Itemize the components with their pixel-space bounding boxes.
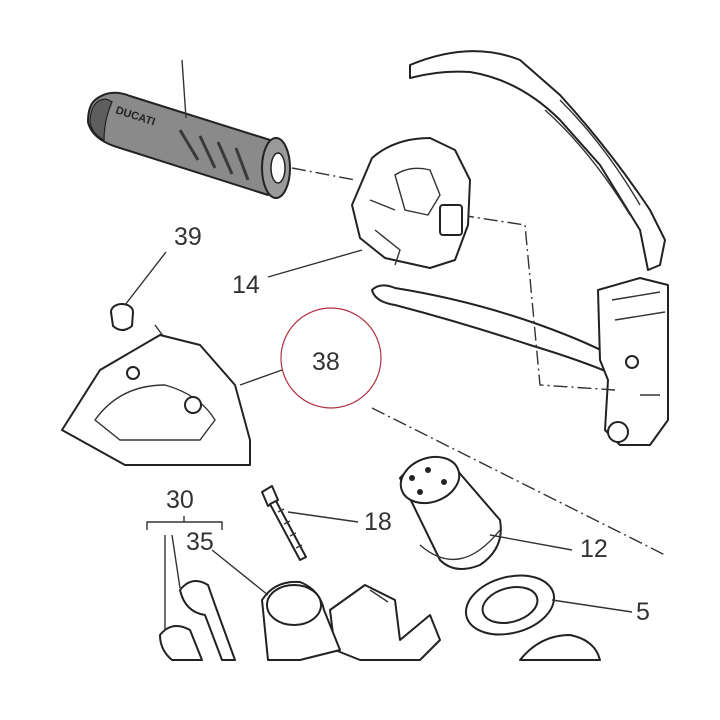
grommet-cap[interactable]	[110, 303, 134, 331]
switch-housing[interactable]	[351, 137, 471, 269]
master-cylinder[interactable]	[597, 277, 669, 446]
callout-12: 12	[580, 535, 608, 563]
callout-14: 14	[232, 271, 260, 299]
callout-35: 35	[186, 528, 214, 556]
ignition-lock[interactable]	[261, 580, 341, 661]
leader-lines	[124, 249, 633, 630]
guard-plate[interactable]	[61, 334, 251, 466]
callout-39: 39	[174, 223, 202, 251]
callout-30: 30	[166, 486, 194, 514]
lower-right-fitting[interactable]	[519, 634, 601, 661]
callout-5: 5	[636, 598, 650, 626]
callout-38: 38	[312, 348, 340, 376]
throttle-tube[interactable]	[394, 449, 502, 570]
switch-base-assembly[interactable]	[329, 584, 441, 661]
mirror-bracket	[409, 50, 666, 271]
washer-ring[interactable]	[459, 566, 560, 643]
ignition-keys[interactable]	[159, 580, 236, 661]
screw[interactable]	[261, 485, 307, 561]
bracket-30	[146, 516, 223, 530]
handlebar-grip[interactable]: DUCATI	[86, 59, 291, 199]
callout-18: 18	[364, 508, 392, 536]
brake-lever[interactable]	[371, 284, 621, 376]
callout-highlight-circle	[280, 307, 382, 409]
